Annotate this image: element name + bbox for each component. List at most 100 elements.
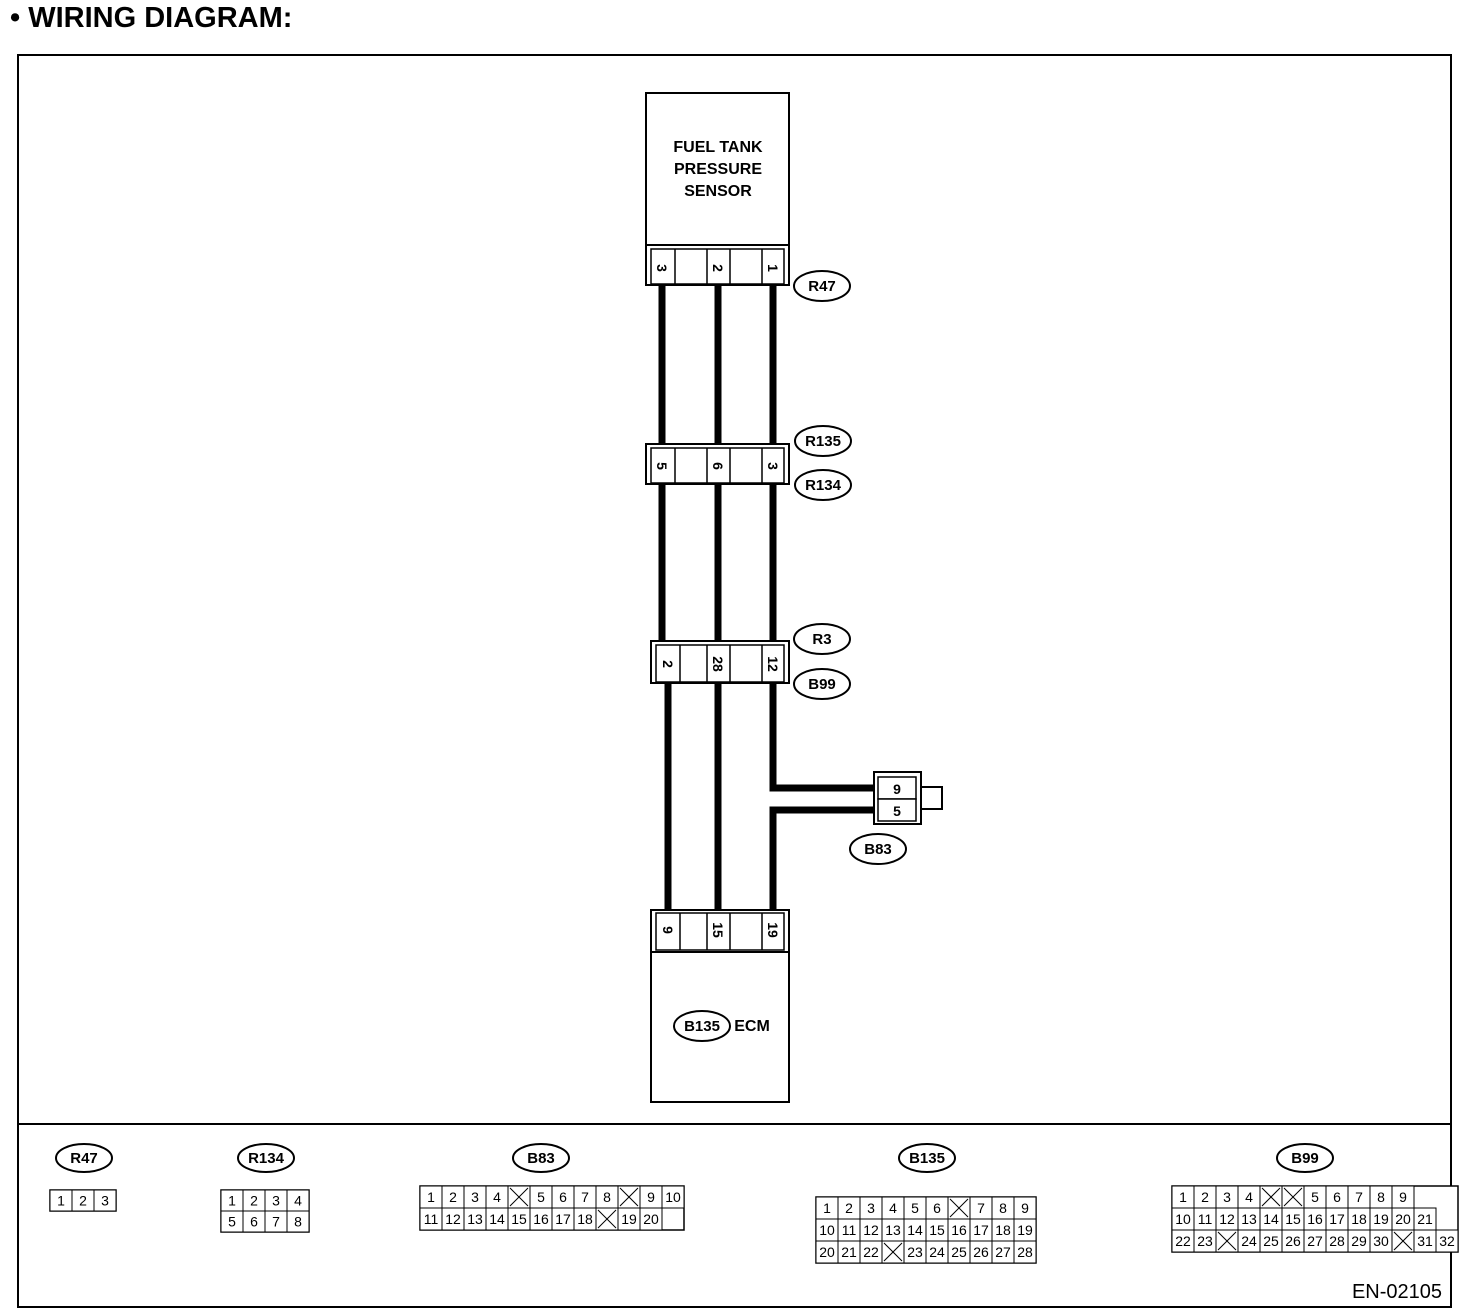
- legend-pin: 25: [951, 1244, 967, 1260]
- legend-pin: 1: [823, 1200, 831, 1216]
- legend-pin: 1: [228, 1193, 236, 1209]
- legend-pin: 8: [294, 1214, 302, 1230]
- legend-pin: 4: [889, 1200, 897, 1216]
- legend-pin: 17: [1329, 1211, 1345, 1227]
- legend-pin: 27: [1307, 1233, 1323, 1249]
- legend-pin: 1: [1179, 1189, 1187, 1205]
- legend-pin: 19: [1017, 1222, 1033, 1238]
- legend-pin: 4: [493, 1189, 501, 1205]
- legend-pin: 10: [1175, 1211, 1191, 1227]
- legend-r134-label: R134: [248, 1150, 285, 1167]
- legend-pin: 24: [929, 1244, 945, 1260]
- legend-pin: 26: [973, 1244, 989, 1260]
- legend-pin: 27: [995, 1244, 1011, 1260]
- legend-pin: 10: [665, 1189, 681, 1205]
- legend-pin: 12: [1219, 1211, 1235, 1227]
- legend-pin: 2: [1201, 1189, 1209, 1205]
- r134-pin-c: 3: [765, 462, 781, 470]
- legend-pin: 7: [581, 1189, 589, 1205]
- legend-pin: 8: [603, 1189, 611, 1205]
- legend-b99-oval: [1276, 1143, 1334, 1173]
- legend-pin: 18: [1351, 1211, 1367, 1227]
- legend-pin: 28: [1017, 1244, 1033, 1260]
- legend-pin: 11: [424, 1211, 439, 1227]
- r134-label: R134: [805, 477, 842, 494]
- legend-pin: 7: [272, 1214, 280, 1230]
- legend-pin: 7: [1355, 1189, 1363, 1205]
- legend-pin: 23: [1197, 1233, 1213, 1249]
- legend-pin: 16: [533, 1211, 549, 1227]
- legend-b83-oval: [512, 1143, 570, 1173]
- legend-pin: 22: [863, 1244, 879, 1260]
- legend-pin: 10: [819, 1222, 835, 1238]
- r134-pin-a: 5: [654, 462, 670, 470]
- legend-pin: 18: [995, 1222, 1011, 1238]
- legend-r47-oval: [55, 1143, 113, 1173]
- fuel-tank-sensor-box: [645, 92, 790, 246]
- legend-r134-oval: [237, 1143, 295, 1173]
- legend-pin: 24: [1241, 1233, 1257, 1249]
- legend-pin: 4: [294, 1193, 302, 1209]
- legend-pin: 29: [1351, 1233, 1367, 1249]
- r3-label: R3: [812, 631, 831, 648]
- legend-pin: 8: [999, 1200, 1007, 1216]
- legend-pin: 20: [1395, 1211, 1411, 1227]
- legend-pin: 1: [57, 1193, 65, 1209]
- legend-pin: 16: [1307, 1211, 1323, 1227]
- legend-pin: 3: [1223, 1189, 1231, 1205]
- ecm-connector-label: B135: [684, 1018, 720, 1035]
- legend-pin: 3: [101, 1193, 109, 1209]
- legend-pin: 9: [1021, 1200, 1029, 1216]
- legend-pin: 2: [449, 1189, 457, 1205]
- wire-10: [769, 806, 878, 910]
- ecm-connector-oval: [673, 1010, 731, 1042]
- page-title: • WIRING DIAGRAM:: [10, 2, 293, 34]
- connector-b83: 9 5: [873, 771, 943, 825]
- legend-pin: 11: [842, 1222, 857, 1238]
- legend-pin: 2: [250, 1193, 258, 1209]
- legend-pin: 2: [845, 1200, 853, 1216]
- legend-pin: 20: [643, 1211, 659, 1227]
- legend-pin: 16: [951, 1222, 967, 1238]
- ecm-label: ECM: [734, 1018, 770, 1035]
- legend-pin: 32: [1439, 1233, 1455, 1249]
- r135-label: R135: [805, 433, 841, 450]
- legend-pin: 25: [1263, 1233, 1279, 1249]
- connector-b99: 2 28 12: [650, 640, 790, 684]
- legend-pin: 9: [647, 1189, 655, 1205]
- legend-pin: 17: [973, 1222, 989, 1238]
- r47-pin-a: 3: [654, 264, 670, 272]
- legend-pin: 12: [445, 1211, 461, 1227]
- connector-r47: 3 2 1: [645, 244, 790, 286]
- wire-9: [769, 683, 878, 792]
- legend-pin: 21: [1417, 1211, 1433, 1227]
- legend-pin: 2: [79, 1193, 87, 1209]
- legend-pin: 5: [228, 1214, 236, 1230]
- wire-harness: [658, 285, 878, 910]
- sensor-label-line3: SENSOR: [684, 183, 752, 200]
- r135-oval: [794, 425, 852, 457]
- legend-pin: 14: [907, 1222, 923, 1238]
- legend-pin: 12: [863, 1222, 879, 1238]
- b83-label: B83: [864, 841, 892, 858]
- r134-oval: [794, 469, 852, 501]
- legend-pin: 6: [250, 1214, 258, 1230]
- legend-pin: 15: [929, 1222, 945, 1238]
- legend-pin: 8: [1377, 1189, 1385, 1205]
- legend-pin: 5: [537, 1189, 545, 1205]
- legend-pin: 1: [427, 1189, 435, 1205]
- legend-pin: 14: [1263, 1211, 1279, 1227]
- b99-label: B99: [808, 676, 836, 693]
- legend-pin: 20: [819, 1244, 835, 1260]
- legend-pin: 13: [467, 1211, 483, 1227]
- legend-r47-label: R47: [70, 1150, 98, 1167]
- r134-pin-b: 6: [710, 462, 726, 470]
- legend-pin: 28: [1329, 1233, 1345, 1249]
- b83-pin-b: 5: [893, 803, 901, 819]
- legend-pin: 5: [911, 1200, 919, 1216]
- r47-label: R47: [808, 278, 836, 295]
